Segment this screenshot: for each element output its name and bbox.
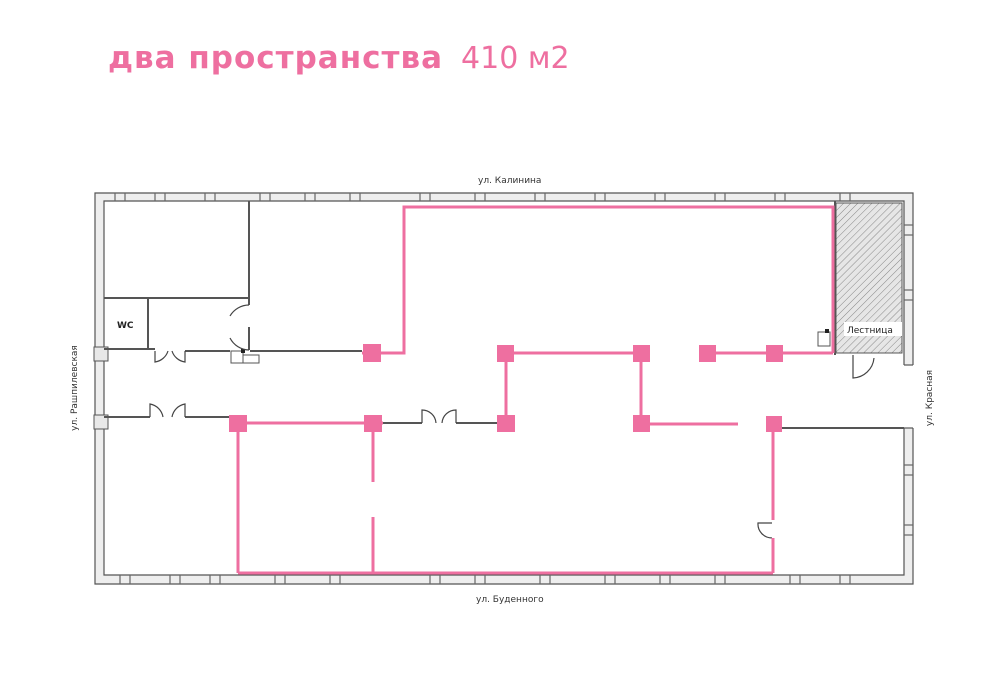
stairs-label: Лестница <box>847 326 893 336</box>
page-title: два пространства 410 м2 <box>108 40 570 76</box>
bottom-windows <box>119 575 851 584</box>
street-label-top: ул. Калинина <box>478 176 542 186</box>
wc-label: WC <box>117 321 134 331</box>
fixture-box-2 <box>242 354 260 364</box>
fixture-dot-1 <box>241 349 245 353</box>
left-pillar-bottom <box>93 414 109 430</box>
right-windows <box>904 224 913 536</box>
doors <box>149 304 875 539</box>
fixture-box-3 <box>817 331 831 347</box>
outer-wall <box>94 192 914 585</box>
right-entrance-gap <box>903 365 914 428</box>
pink-partitions <box>230 205 835 575</box>
street-label-bottom: ул. Буденного <box>476 595 544 605</box>
fixture-dot-2 <box>825 329 829 333</box>
title-area: 410 м2 <box>461 41 570 76</box>
stairs-label-bg <box>844 322 902 336</box>
pink-pillars <box>229 344 783 432</box>
inner-walls <box>104 201 904 429</box>
top-windows <box>114 193 851 201</box>
left-pillar-top <box>93 346 109 362</box>
title-main: два пространства <box>108 40 444 76</box>
